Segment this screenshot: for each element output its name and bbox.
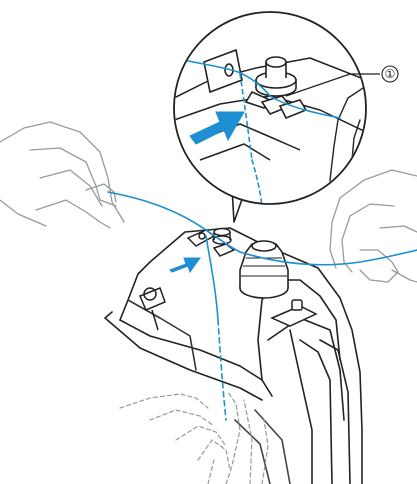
right-hand <box>330 170 417 282</box>
tension-knob <box>240 241 288 298</box>
lower-hand-dashed <box>120 392 268 484</box>
left-hand <box>0 122 124 228</box>
callout-number-text: ① <box>385 67 396 81</box>
insert-arrow-small <box>170 258 200 272</box>
callout-number: ① <box>382 66 398 82</box>
machine-body <box>105 228 362 484</box>
